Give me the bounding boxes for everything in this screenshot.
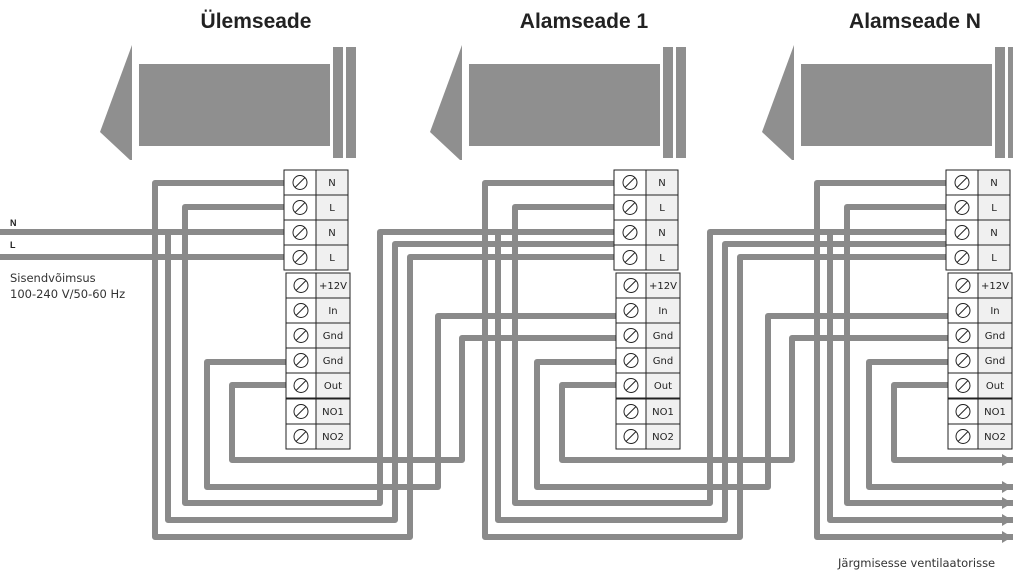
- terminal-gnd: Gnd: [615, 347, 681, 374]
- next-unit-label: Järgmisesse ventilaatorisse: [837, 556, 995, 570]
- terminal-label: In: [328, 306, 337, 317]
- unit-title-1: Ülemseade: [201, 10, 312, 33]
- terminal-l: L: [613, 194, 679, 221]
- terminal-n: N: [945, 219, 1011, 246]
- terminal-no2: NO2: [285, 423, 351, 450]
- supply-l-label: L: [10, 240, 16, 250]
- terminal-label: N: [990, 178, 997, 189]
- terminal-label: L: [329, 203, 335, 214]
- arrow-icon: [1002, 454, 1012, 466]
- terminal-out: Out: [615, 372, 681, 399]
- fan-unit-icon: [762, 45, 1013, 160]
- terminal-no2: NO2: [947, 423, 1013, 450]
- terminal-no1: NO1: [285, 398, 351, 425]
- terminal-label: NO1: [652, 407, 674, 418]
- arrow-icon: [1002, 514, 1012, 526]
- terminal-in: In: [285, 297, 351, 324]
- terminal-no1: NO1: [947, 398, 1013, 425]
- terminal-label: In: [990, 306, 999, 317]
- terminal-label: Gnd: [323, 356, 343, 367]
- terminal-label: L: [659, 203, 665, 214]
- terminal-label: Gnd: [985, 356, 1005, 367]
- fan-unit-icon: [100, 45, 356, 160]
- terminal-gnd: Gnd: [285, 347, 351, 374]
- terminal-label: Gnd: [323, 331, 343, 342]
- terminal-label: NO1: [322, 407, 344, 418]
- terminal-label: Out: [986, 381, 1004, 392]
- arrow-icon: [1002, 531, 1012, 543]
- terminal-gnd: Gnd: [947, 347, 1013, 374]
- terminal-label: Out: [324, 381, 342, 392]
- terminal-l: L: [945, 244, 1011, 271]
- arrow-icon: [1002, 497, 1012, 509]
- terminal-no1: NO1: [615, 398, 681, 425]
- terminal-out: Out: [285, 372, 351, 399]
- terminal-n: N: [283, 169, 349, 196]
- terminal-gnd: Gnd: [947, 322, 1013, 349]
- terminal-label: Gnd: [985, 331, 1005, 342]
- terminal-label: +12V: [319, 281, 347, 292]
- arrow-icon: [1002, 481, 1012, 493]
- terminal-label: NO2: [984, 432, 1006, 443]
- terminal-in: In: [947, 297, 1013, 324]
- terminal-plus12v: +12V: [947, 272, 1013, 299]
- terminal-l: L: [283, 244, 349, 271]
- terminal-label: L: [991, 253, 997, 264]
- terminal-label: +12V: [649, 281, 677, 292]
- supply-n-label: N: [10, 218, 17, 228]
- terminal-label: NO2: [322, 432, 344, 443]
- terminal-gnd: Gnd: [285, 322, 351, 349]
- terminal-in: In: [615, 297, 681, 324]
- terminal-label: N: [658, 228, 665, 239]
- terminal-label: Gnd: [653, 356, 673, 367]
- terminal-label: N: [658, 178, 665, 189]
- terminal-n: N: [945, 169, 1011, 196]
- terminal-gnd: Gnd: [615, 322, 681, 349]
- terminal-l: L: [945, 194, 1011, 221]
- terminal-label: In: [658, 306, 667, 317]
- terminal-label: NO2: [652, 432, 674, 443]
- terminal-l: L: [613, 244, 679, 271]
- terminal-out: Out: [947, 372, 1013, 399]
- supply-spec: 100-240 V/50-60 Hz: [10, 287, 125, 301]
- unit-title-2: Alamseade 1: [520, 10, 649, 33]
- terminal-label: N: [990, 228, 997, 239]
- terminal-plus12v: +12V: [285, 272, 351, 299]
- terminal-label: +12V: [981, 281, 1009, 292]
- wires: [0, 180, 1013, 543]
- terminal-label: L: [659, 253, 665, 264]
- terminal-l: L: [283, 194, 349, 221]
- terminal-n: N: [613, 169, 679, 196]
- terminal-label: N: [328, 178, 335, 189]
- fan-unit-icon: [430, 45, 686, 160]
- supply-label: Sisendvõimsus: [10, 271, 96, 285]
- terminal-plus12v: +12V: [615, 272, 681, 299]
- terminal-label: NO1: [984, 407, 1006, 418]
- terminal-label: N: [328, 228, 335, 239]
- terminal-no2: NO2: [615, 423, 681, 450]
- terminal-n: N: [283, 219, 349, 246]
- terminal-label: Gnd: [653, 331, 673, 342]
- terminal-label: Out: [654, 381, 672, 392]
- terminal-label: L: [329, 253, 335, 264]
- unit-title-3: Alamseade N: [849, 10, 981, 33]
- terminal-n: N: [613, 219, 679, 246]
- terminal-label: L: [991, 203, 997, 214]
